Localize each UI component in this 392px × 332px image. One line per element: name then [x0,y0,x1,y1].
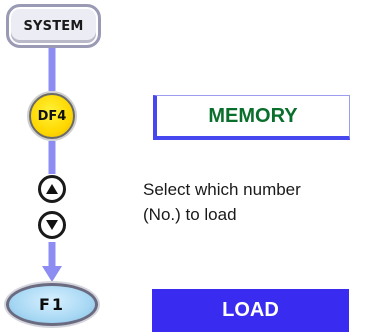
load-label: LOAD [222,299,279,321]
instruction-line-1: Select which number [143,180,301,199]
system-key[interactable]: SYSTEM [6,4,101,48]
f1-key[interactable]: F1 [6,283,98,326]
memory-label: MEMORY [208,104,298,127]
load-softkey[interactable]: LOAD [152,289,349,332]
df4-key-label: DF4 [37,108,67,124]
triangle-down-icon [46,220,58,230]
triangle-up-icon [46,184,58,194]
instruction-line-2: (No.) to load [143,205,237,224]
f1-key-label: F1 [38,295,66,314]
df4-key[interactable]: DF4 [29,93,75,139]
up-arrow-key[interactable] [38,175,66,203]
instruction-text: Select which number (No.) to load [143,177,392,227]
system-key-label: SYSTEM [23,18,84,34]
arrowhead-down-icon [42,266,62,282]
memory-screen-tab: MEMORY [153,95,350,140]
down-arrow-key[interactable] [38,211,66,239]
